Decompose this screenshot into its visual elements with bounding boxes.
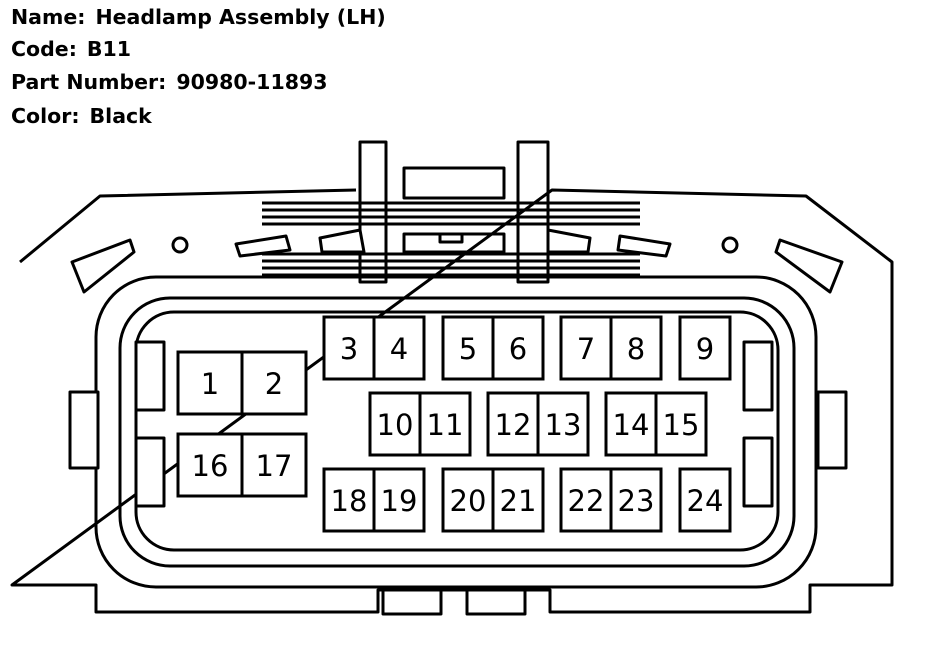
pin-cavity-10: 10 — [368, 391, 422, 457]
pin-number: 10 — [377, 408, 414, 442]
pin-number: 9 — [696, 332, 714, 366]
bottom-tab-right — [465, 588, 527, 616]
part-number-value: 90980-11893 — [176, 70, 328, 94]
mating-face-inner — [134, 310, 780, 552]
pin-cavity-22: 22 — [559, 467, 613, 533]
pin-number: 6 — [509, 332, 527, 366]
name-line: Name: Headlamp Assembly (LH) — [11, 5, 386, 29]
pin-cavity-16: 16 — [176, 432, 244, 498]
pin-box — [441, 467, 495, 533]
pin-box — [559, 467, 613, 533]
left-side-key — [68, 390, 100, 470]
pin-box — [372, 315, 426, 381]
pin-box — [536, 391, 590, 457]
right-inner-key-top — [742, 340, 774, 412]
pin-box — [678, 315, 732, 381]
right-mounting-hole — [721, 236, 739, 254]
pin-number: 11 — [427, 408, 464, 442]
pin-number: 7 — [577, 332, 595, 366]
pin-box — [654, 391, 708, 457]
pin-number: 1 — [201, 367, 219, 401]
left-mounting-hole — [171, 236, 189, 254]
pin-box — [609, 315, 663, 381]
pin-cavity-17: 17 — [240, 432, 308, 498]
code-label: Code: — [11, 37, 77, 61]
pin-cavity-6: 6 — [491, 315, 545, 381]
pin-box — [441, 315, 495, 381]
pin-number: 12 — [495, 408, 532, 442]
pin-box — [240, 350, 308, 416]
code-value: B11 — [86, 37, 132, 61]
pin-cavity-5: 5 — [441, 315, 495, 381]
pin-number: 16 — [192, 449, 229, 483]
pin-number: 23 — [618, 484, 655, 518]
pin-cavity-11: 11 — [418, 391, 472, 457]
color-line: Color: Black — [11, 104, 152, 128]
pin-cavity-21: 21 — [491, 467, 545, 533]
pin-cavity-13: 13 — [536, 391, 590, 457]
pin-number: 15 — [663, 408, 700, 442]
pin-cavity-18: 18 — [322, 467, 376, 533]
pin-number: 18 — [331, 484, 368, 518]
pin-number: 20 — [450, 484, 487, 518]
code-line: Code: B11 — [11, 37, 131, 61]
right-side-key — [816, 390, 848, 470]
name-value: Headlamp Assembly (LH) — [95, 5, 386, 29]
pin-box — [176, 432, 244, 498]
pin-number: 2 — [265, 367, 283, 401]
pin-box — [418, 391, 472, 457]
pin-number: 21 — [500, 484, 537, 518]
pin-number: 14 — [613, 408, 650, 442]
pin-number: 3 — [340, 332, 358, 366]
mating-face-middle — [118, 296, 796, 568]
pin-cavity-3: 3 — [322, 315, 376, 381]
pin-cavity-15: 15 — [654, 391, 708, 457]
right-ear — [774, 238, 844, 294]
pin-cavity-7: 7 — [559, 315, 613, 381]
left-inner-key-bottom — [134, 436, 166, 508]
pin-number: 17 — [256, 449, 293, 483]
pin-box — [372, 467, 426, 533]
right-inner-key-bottom — [742, 436, 774, 508]
part-number-label: Part Number: — [11, 70, 167, 94]
pin-number: 8 — [627, 332, 645, 366]
pin-cavity-12: 12 — [486, 391, 540, 457]
pin-cavity-8: 8 — [609, 315, 663, 381]
pin-cavity-1: 1 — [176, 350, 244, 416]
pin-cavity-20: 20 — [441, 467, 495, 533]
pin-box — [322, 315, 376, 381]
pin-box — [491, 467, 545, 533]
color-value: Black — [89, 104, 152, 128]
part-number-line: Part Number: 90980-11893 — [11, 70, 328, 94]
pin-number: 22 — [568, 484, 605, 518]
pin-box — [609, 467, 663, 533]
pin-cavity-9: 9 — [678, 315, 732, 381]
pin-box — [176, 350, 244, 416]
pin-box — [678, 467, 732, 533]
name-label: Name: — [11, 5, 86, 29]
pin-box — [322, 467, 376, 533]
pin-box — [559, 315, 613, 381]
pin-number: 19 — [381, 484, 418, 518]
color-label: Color: — [11, 104, 80, 128]
left-ear — [70, 238, 136, 294]
left-inner-key-top — [134, 340, 166, 412]
pin-cavity-23: 23 — [609, 467, 663, 533]
pin-cavity-24: 24 — [678, 467, 732, 533]
pin-cavity-4: 4 — [372, 315, 426, 381]
pin-cavity-14: 14 — [604, 391, 658, 457]
pin-box — [240, 432, 308, 498]
pin-number: 5 — [459, 332, 477, 366]
pin-number: 24 — [687, 484, 724, 518]
pin-cavity-2: 2 — [240, 350, 308, 416]
pin-cavity-19: 19 — [372, 467, 426, 533]
connector-housing — [10, 188, 894, 614]
pin-number: 4 — [390, 332, 408, 366]
bottom-tab-left — [381, 588, 443, 616]
pin-box — [491, 315, 545, 381]
pin-box — [368, 391, 422, 457]
pin-number: 13 — [545, 408, 582, 442]
